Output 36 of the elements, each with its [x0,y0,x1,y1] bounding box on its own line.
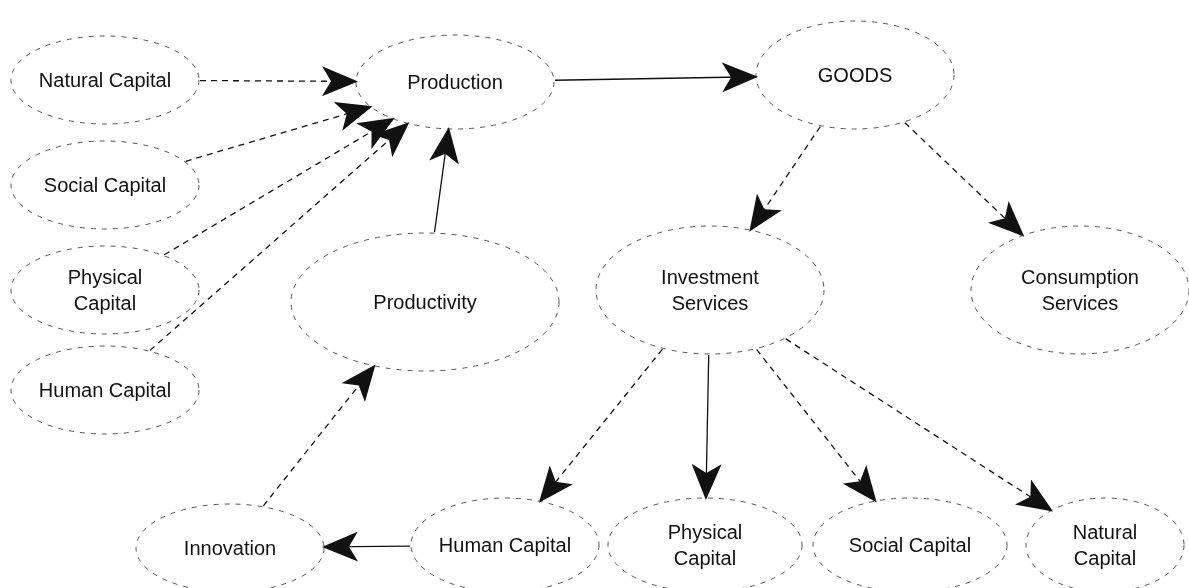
arrow [149,122,410,352]
node-label: Physical Capital [66,265,144,316]
arrow [199,66,358,97]
arrow [262,364,376,507]
node-label: Human Capital [38,378,172,403]
arrow [163,117,395,256]
ellipse-node [595,225,825,355]
ellipse-node [10,35,200,125]
node-label: Physical Capital [666,520,744,571]
ellipse-node [290,232,560,372]
arrow [429,126,459,233]
arrow [554,62,759,93]
ellipse-node [355,34,555,130]
node-label: Natural Capital [38,68,172,93]
node-label: Social Capital [848,533,972,558]
node-label: Investment Services [660,265,760,316]
node-label: Social Capital [43,173,167,198]
node-label: Productivity [373,290,477,315]
ellipse-node [755,20,955,130]
node-label: Consumption Services [1020,265,1140,316]
node-label: Innovation [183,536,277,561]
ellipse-node [10,245,200,335]
node-label: Human Capital [438,533,572,558]
arrow [904,122,1025,237]
arrow [785,338,1054,512]
arrow [755,348,877,503]
node-label: GOODS [817,63,893,88]
arrow [749,125,821,232]
arrow [322,531,411,562]
arrow [185,102,373,162]
arrow [538,348,664,503]
node-label: Natural Capital [1071,520,1139,571]
arrow [691,354,722,500]
ellipse-node [10,140,200,230]
ellipse-node [10,345,200,435]
node-label: Production [407,70,503,95]
